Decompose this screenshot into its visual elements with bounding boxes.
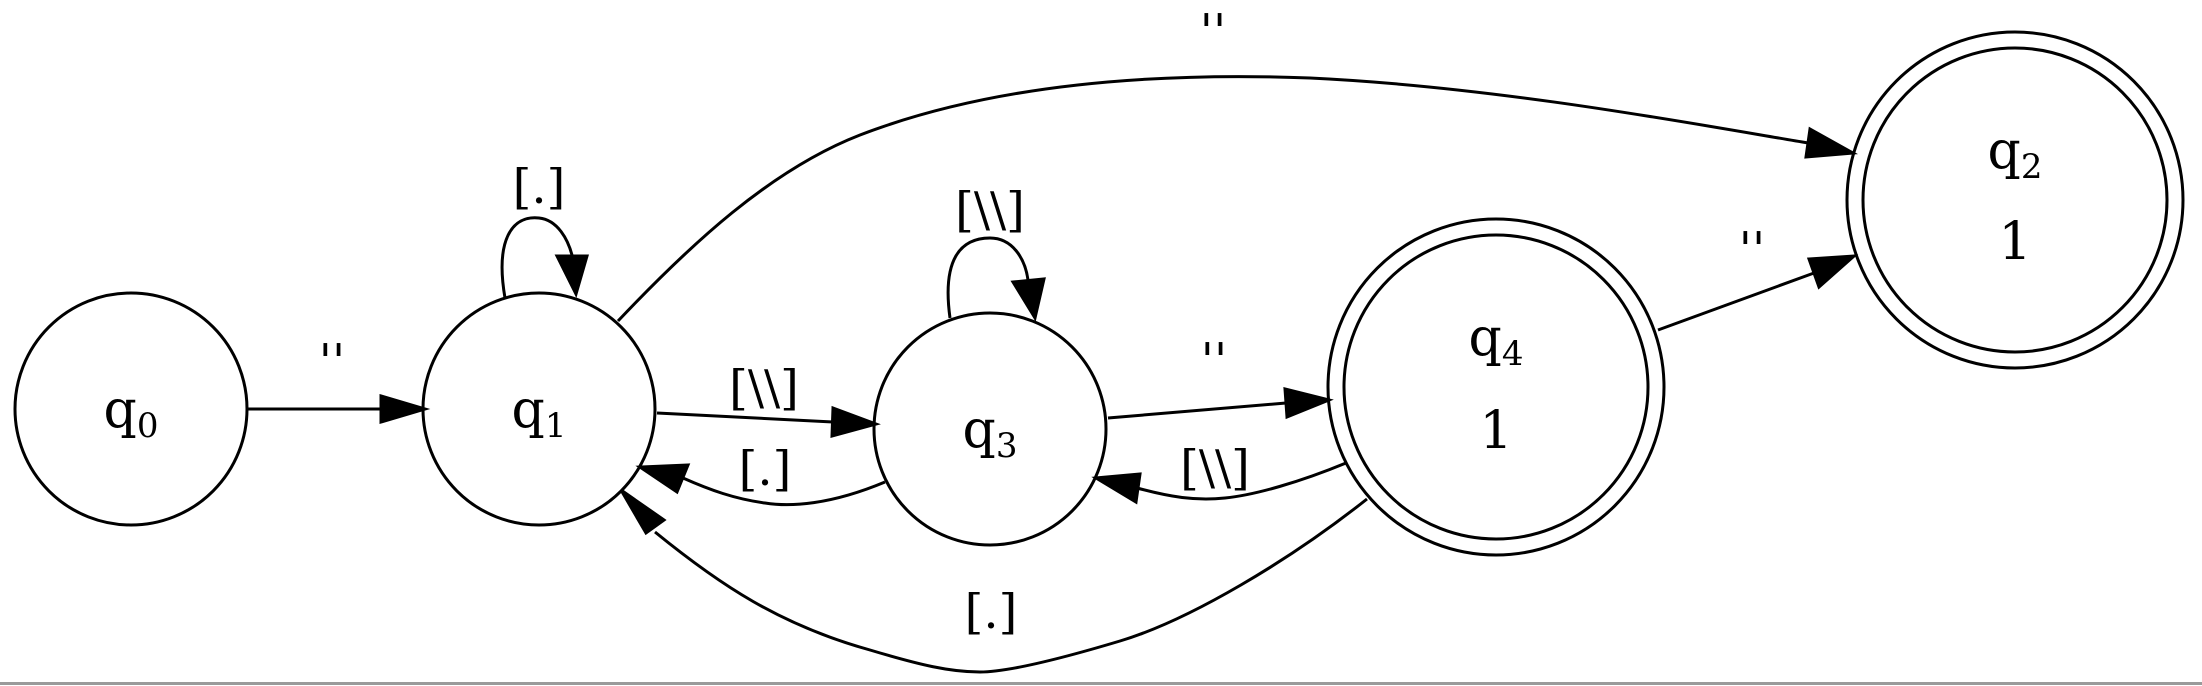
edge-q3-loop-label: [\\] <box>955 182 1025 238</box>
state-q4-outer-circle <box>1326 217 1666 557</box>
edge-q4-q1-arrowhead <box>619 488 667 536</box>
edge-q1-q2: '' <box>616 4 1859 323</box>
state-q1: q1 <box>421 291 657 527</box>
state-q1-label: q1 <box>512 380 567 446</box>
state-q2-label: q2 <box>1988 121 2043 187</box>
state-q2: q2 1 <box>1845 30 2185 370</box>
edge-q4-q3-label: [\\] <box>1180 440 1250 496</box>
state-q3-label: q3 <box>963 400 1018 466</box>
state-q0: q0 <box>13 291 249 527</box>
edge-q1-loop-arrowhead <box>554 254 589 299</box>
edge-q1-loop: [.] <box>500 159 589 299</box>
edge-q1-loop-line <box>500 216 574 299</box>
state-q4-output: 1 <box>1479 401 1512 461</box>
edge-q0-q1-label: '' <box>319 334 345 390</box>
edge-q3-loop-line <box>946 236 1030 319</box>
state-q2-inner-circle <box>1861 46 2169 354</box>
state-q4-inner-circle <box>1342 233 1650 541</box>
state-q3-circle <box>872 311 1108 547</box>
edge-q1-q2-arrowhead <box>1804 126 1859 159</box>
edge-q3-q4: '' <box>1107 333 1334 420</box>
edge-q4-q2-line <box>1657 271 1815 332</box>
edge-q1-loop-label: [.] <box>513 159 566 215</box>
edge-q4-q2: '' <box>1657 222 1859 332</box>
edge-q3-q4-label: '' <box>1201 333 1227 389</box>
edge-q3-q4-arrowhead <box>1283 387 1334 420</box>
edge-q3-q4-line <box>1107 401 1287 420</box>
edge-q1-q3-arrowhead <box>830 405 881 438</box>
edge-q1-q3: [\\] <box>656 360 881 438</box>
edge-q3-q1-arrowhead <box>635 463 691 495</box>
edge-q4-q2-arrowhead <box>1806 254 1859 290</box>
edge-q4-q1: [.] <box>619 488 1368 674</box>
edge-q1-q2-line <box>616 75 1809 323</box>
edge-q4-q1-line <box>654 497 1368 674</box>
edge-q1-q3-line <box>656 411 834 424</box>
state-q4-label: q4 <box>1469 308 1524 374</box>
edge-q0-q1-arrowhead <box>379 393 431 425</box>
state-q2-outer-circle <box>1845 30 2185 370</box>
edge-q3-q1: [.] <box>635 441 886 507</box>
edge-q4-q2-label: '' <box>1739 222 1765 278</box>
edge-q3-q1-line <box>682 476 886 507</box>
edge-q4-q3: [\\] <box>1091 440 1347 505</box>
edge-q4-q3-line <box>1136 461 1347 501</box>
state-q4: q4 1 <box>1326 217 1666 557</box>
edge-q3-loop: [\\] <box>946 182 1046 322</box>
edge-q0-q1: '' <box>247 334 431 425</box>
edge-q1-q2-label: '' <box>1200 4 1226 60</box>
bottom-border-line <box>0 682 2202 685</box>
edge-q4-q3-arrowhead <box>1091 472 1142 505</box>
edge-q3-q1-label: [.] <box>739 441 792 497</box>
state-q0-label: q0 <box>104 380 159 446</box>
edge-q4-q1-label: [.] <box>965 584 1018 640</box>
state-q2-output: 1 <box>1998 212 2031 272</box>
state-q3: q3 <box>872 311 1108 547</box>
edge-q3-loop-arrowhead <box>1010 277 1046 322</box>
edge-q1-q3-label: [\\] <box>729 360 799 416</box>
